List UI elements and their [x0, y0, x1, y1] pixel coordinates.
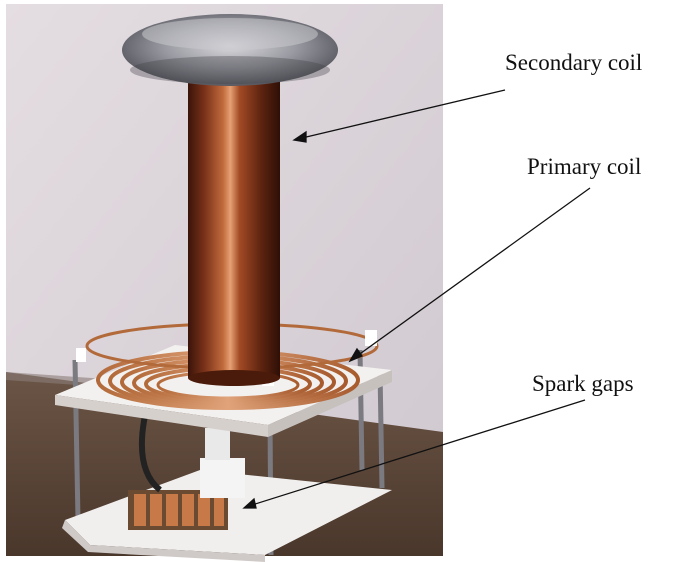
- secondary-coil-label: Secondary coil: [505, 50, 643, 75]
- arrow-primary-coil: [356, 187, 591, 357]
- annotation-arrows: [242, 89, 591, 509]
- spark-gaps-label: Spark gaps: [532, 371, 634, 396]
- primary-coil: [96, 350, 360, 410]
- arrow-secondary-coil: [301, 89, 506, 139]
- primary-coil-label: Primary coil: [527, 154, 642, 179]
- top-load-toroid: [122, 14, 338, 86]
- capacitor-block: [200, 458, 245, 498]
- arrow-spark-gaps: [251, 399, 586, 506]
- secondary-coil-cylinder: [188, 76, 280, 378]
